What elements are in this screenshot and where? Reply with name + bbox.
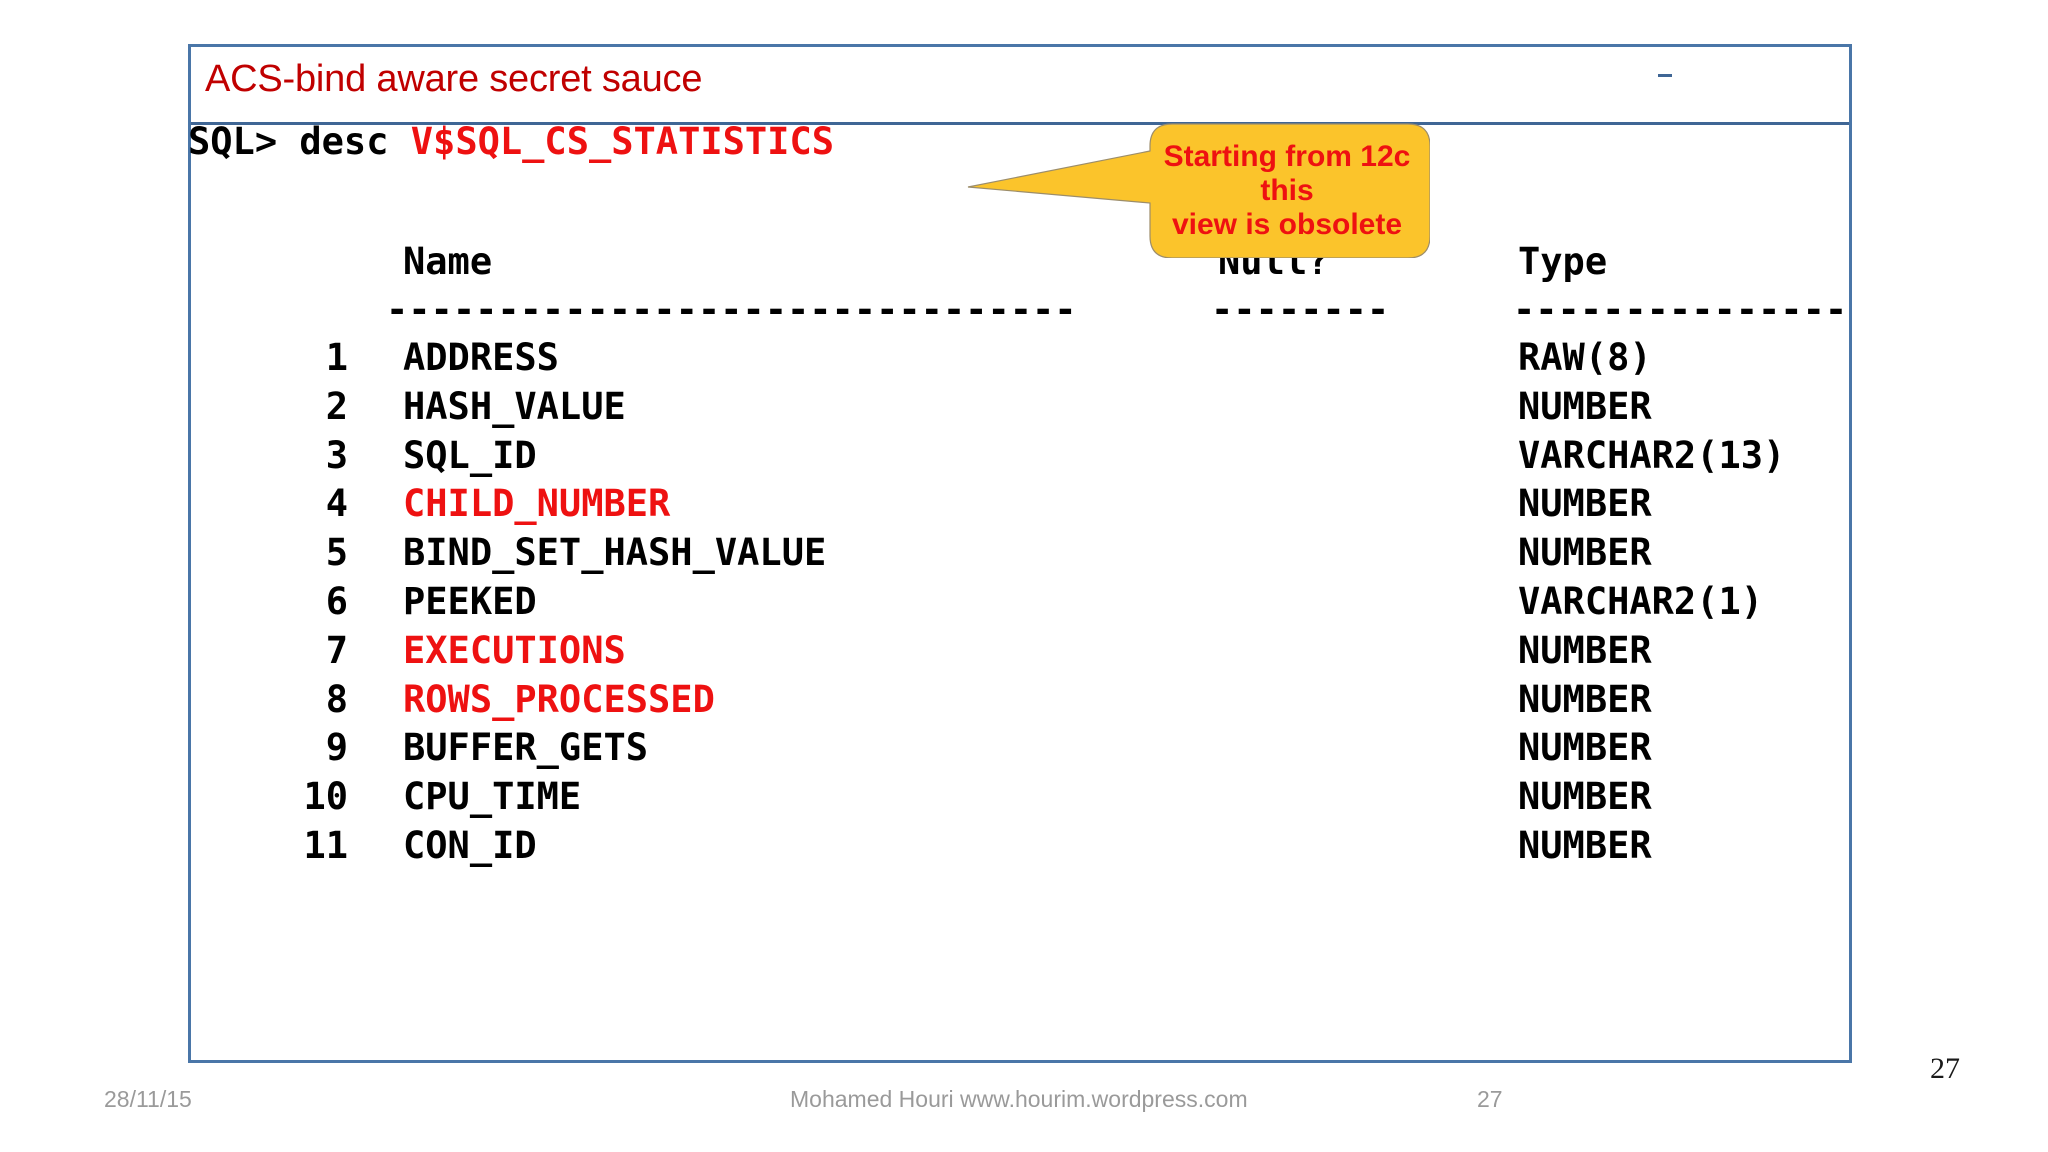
title-divider-overhang xyxy=(1658,74,1672,77)
column-header-null: Null? xyxy=(1218,240,1330,283)
sql-command-line: SQL> desc V$SQL_CS_STATISTICS xyxy=(188,120,834,163)
sql-prompt-text: SQL> desc xyxy=(188,120,411,163)
row-index: 2 xyxy=(303,384,348,428)
row-column-type: NUMBER xyxy=(1518,726,1652,770)
row-column-name: CHILD_NUMBER xyxy=(403,482,671,526)
row-column-name: CPU_TIME xyxy=(403,775,582,819)
table-row: 3 SQL_ID VARCHAR2(13) xyxy=(188,434,1868,483)
row-column-type: NUMBER xyxy=(1518,775,1652,819)
row-column-name: ADDRESS xyxy=(403,336,559,379)
row-index: 1 xyxy=(303,336,348,379)
separator-dashes-name: ------------------------------- xyxy=(386,288,1077,331)
row-index: 7 xyxy=(303,628,348,672)
row-column-type: NUMBER xyxy=(1518,628,1652,672)
row-index: 9 xyxy=(303,726,348,770)
sql-object-name: V$SQL_CS_STATISTICS xyxy=(410,120,835,163)
column-header-type: Type xyxy=(1518,240,1608,283)
slide-footer: 28/11/15 Mohamed Houri www.hourim.wordpr… xyxy=(0,1086,2048,1126)
row-column-type: NUMBER xyxy=(1518,384,1652,428)
separator-dashes-type: --------------- xyxy=(1513,288,1848,331)
row-column-type: NUMBER xyxy=(1518,824,1652,867)
page-number: 27 xyxy=(1930,1052,1960,1085)
row-column-name: PEEKED xyxy=(403,580,537,623)
column-header-name: Name xyxy=(403,240,493,283)
row-column-type: NUMBER xyxy=(1518,677,1652,721)
row-index: 5 xyxy=(303,531,348,575)
table-row: 10 CPU_TIME NUMBER xyxy=(188,775,1868,824)
table-separator-row: ------------------------------- --------… xyxy=(188,288,1868,331)
sql-terminal-output: SQL> desc V$SQL_CS_STATISTICS Name Null?… xyxy=(188,120,1868,1020)
separator-dashes-null: -------- xyxy=(1211,288,1390,331)
row-column-name: BUFFER_GETS xyxy=(403,726,649,770)
row-column-type: RAW(8) xyxy=(1518,336,1652,379)
row-column-name: SQL_ID xyxy=(403,433,537,477)
row-column-name: HASH_VALUE xyxy=(403,384,626,428)
row-index: 4 xyxy=(303,482,348,526)
table-row: 7 EXECUTIONS NUMBER xyxy=(188,629,1868,678)
row-index: 11 xyxy=(303,824,348,867)
row-column-name: BIND_SET_HASH_VALUE xyxy=(403,531,827,575)
row-index: 8 xyxy=(303,677,348,721)
page-title: ACS-bind aware secret sauce xyxy=(205,58,703,100)
row-column-type: VARCHAR2(1) xyxy=(1518,580,1764,623)
table-row: 11 CON_ID NUMBER xyxy=(188,824,1868,873)
table-row: 5 BIND_SET_HASH_VALUE NUMBER xyxy=(188,531,1868,580)
row-index: 10 xyxy=(303,775,348,819)
row-index: 3 xyxy=(303,433,348,477)
table-header-row: Name Null? Type xyxy=(188,240,1868,289)
row-column-name: EXECUTIONS xyxy=(403,628,626,672)
row-column-type: VARCHAR2(13) xyxy=(1518,433,1786,477)
row-index: 6 xyxy=(303,580,348,623)
footer-author-url: Mohamed Houri www.hourim.wordpress.com xyxy=(790,1086,1248,1112)
slide-title-bar: ACS-bind aware secret sauce xyxy=(191,47,1849,125)
row-column-type: NUMBER xyxy=(1518,482,1652,526)
footer-slide-number: 27 xyxy=(1477,1086,1503,1112)
row-column-name: ROWS_PROCESSED xyxy=(403,677,715,721)
table-row: 4 CHILD_NUMBER NUMBER xyxy=(188,482,1868,531)
row-column-type: NUMBER xyxy=(1518,531,1652,575)
footer-date: 28/11/15 xyxy=(104,1086,192,1112)
table-row: 8 ROWS_PROCESSED NUMBER xyxy=(188,678,1868,727)
row-column-name: CON_ID xyxy=(403,824,537,867)
table-row: 6 PEEKED VARCHAR2(1) xyxy=(188,580,1868,629)
table-row: 9 BUFFER_GETS NUMBER xyxy=(188,726,1868,775)
table-row: 1 ADDRESS RAW(8) xyxy=(188,336,1868,385)
table-row: 2 HASH_VALUE NUMBER xyxy=(188,385,1868,434)
